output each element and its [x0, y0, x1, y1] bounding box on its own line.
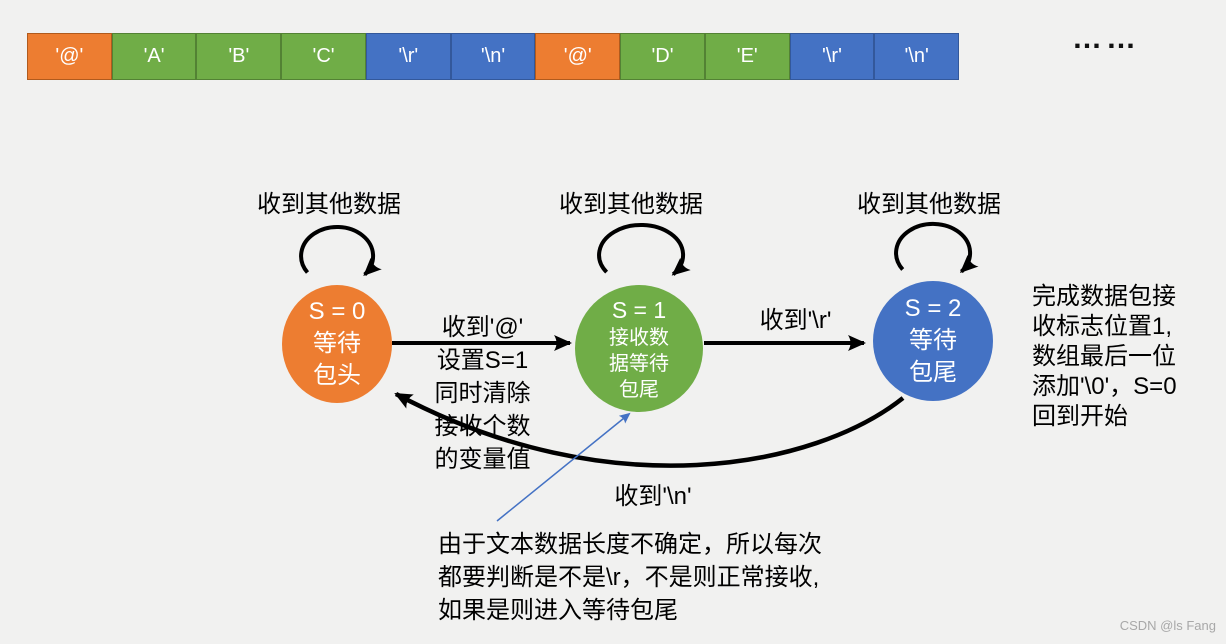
transition-s0-s1-label-line: 收到'@': [441, 314, 524, 341]
buffer-cell-at2: '@': [535, 33, 621, 80]
transition-s0-s1-label-line: 的变量值: [434, 446, 531, 473]
completion-note-line: 完成数据包接: [1032, 283, 1176, 310]
explanation-note-line: 都要判断是不是\r，不是则正常接收,: [438, 564, 820, 591]
transition-s0-s1-label: 收到'@' 设置S=1 同时清除 接收个数 的变量值: [415, 311, 550, 476]
transition-s0-s1-label-line: 设置S=1: [436, 347, 529, 374]
state-s2-circle: S = 2 等待 包尾: [873, 281, 993, 401]
state-s2-line: 等待: [909, 327, 957, 354]
explanation-note-line: 由于文本数据长度不确定，所以每次: [438, 531, 822, 558]
explanation-note: 由于文本数据长度不确定，所以每次 都要判断是不是\r，不是则正常接收, 如果是则…: [438, 528, 908, 627]
buffer-cell-b: 'B': [196, 33, 282, 80]
transition-s1-s2-label: 收到'\r': [759, 307, 832, 334]
explanation-note-line: 如果是则进入等待包尾: [438, 597, 678, 624]
state-s0-line: 包头: [313, 362, 361, 389]
transition-s2-s0-arrow: [394, 392, 905, 468]
csdn-watermark: CSDN @ls Fang: [1119, 618, 1216, 633]
completion-note-line: 数组最后一位: [1032, 343, 1176, 370]
buffer-cell-at: '@': [27, 33, 112, 80]
buffer-cell-e: 'E': [704, 33, 790, 80]
annotation-pointer-arrow: [496, 412, 631, 522]
transition-s2-s0-label: 收到'\n': [614, 483, 692, 510]
buffer-cell-a: 'A': [111, 33, 197, 80]
state-s1-line: 接收数: [609, 326, 669, 349]
self-loop-label-s2: 收到其他数据: [857, 191, 1001, 218]
state-s1-line: 包尾: [619, 378, 659, 401]
completion-note: 完成数据包接 收标志位置1, 数组最后一位 添加'\0'，S=0 回到开始: [1032, 282, 1226, 432]
self-loop-label-s0: 收到其他数据: [257, 191, 401, 218]
buffer-cell-cr2: '\r': [789, 33, 875, 80]
buffer-cell-cr: '\r': [365, 33, 451, 80]
buffer-cell-lf: '\n': [450, 33, 536, 80]
state-s1-line: S = 1: [611, 296, 667, 323]
state-s0-line: 等待: [313, 330, 361, 357]
completion-note-line: 添加'\0'，S=0: [1032, 373, 1177, 400]
state-s0-circle: S = 0 等待 包头: [282, 285, 392, 403]
self-loop-s0-arrow: [299, 225, 382, 277]
self-loop-s1-arrow: [597, 222, 691, 276]
buffer-cell-c: 'C': [281, 33, 366, 80]
completion-note-line: 回到开始: [1032, 403, 1128, 430]
self-loop-label-s1: 收到其他数据: [559, 191, 703, 218]
transition-s0-s1-label-line: 同时清除: [434, 380, 531, 407]
buffer-cell-lf2: '\n': [874, 33, 960, 80]
state-s0-line: S = 0: [308, 298, 366, 325]
state-s2-line: 包尾: [909, 359, 957, 386]
completion-note-line: 收标志位置1,: [1032, 313, 1173, 340]
transition-s0-s1-label-line: 接收个数: [434, 413, 531, 440]
buffer-ellipsis: ……: [1072, 22, 1140, 55]
state-s1-circle: S = 1 接收数 据等待 包尾: [575, 285, 703, 412]
state-s1-line: 据等待: [609, 352, 669, 375]
byte-buffer-strip: '@' 'A' 'B' 'C' '\r' '\n' '@' 'D' 'E' '\…: [27, 33, 960, 80]
self-loop-s2-arrow: [894, 221, 979, 274]
state-s2-line: S = 2: [904, 295, 962, 322]
buffer-cell-d: 'D': [620, 33, 705, 80]
